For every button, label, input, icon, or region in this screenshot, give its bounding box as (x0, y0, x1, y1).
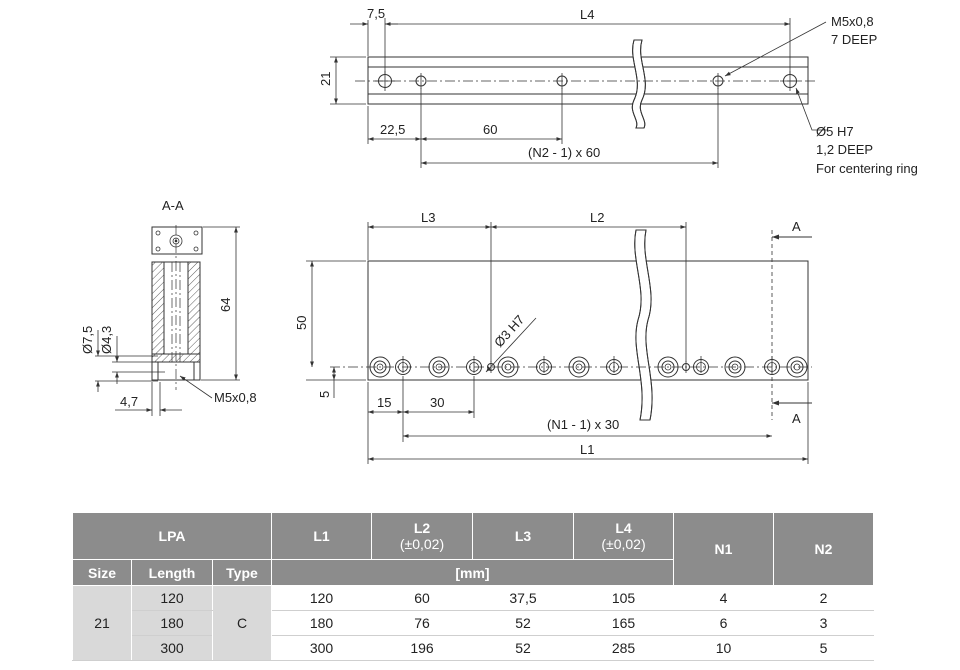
header-L1: L1 (271, 512, 372, 560)
top-hole-m5 (556, 73, 568, 89)
cell-L3: 37,5 (472, 585, 574, 611)
cell-L3: 52 (472, 635, 574, 661)
table-row: 21 120 C 120 60 37,5 105 4 2 (72, 585, 874, 661)
callout-d5-depth: 1,2 DEEP (816, 142, 873, 157)
dim-4-7: 4,7 (120, 394, 138, 409)
threaded-hole (395, 356, 411, 375)
header-size: Size (72, 559, 132, 586)
cell-L3: 52 (472, 610, 574, 636)
counterbore-hole (568, 356, 590, 378)
cell-L1: 180 (271, 610, 372, 636)
header-L2: L2(±0,02) (371, 512, 473, 560)
cell-length: 300 (131, 635, 213, 661)
counterbore-hole (724, 356, 746, 378)
section-mark-top: A (792, 219, 801, 234)
callout-d3: Ø3 H7 (491, 312, 527, 350)
callout-d5-note: For centering ring (816, 161, 918, 176)
threaded-hole (606, 356, 622, 375)
cell-L2: 60 (371, 585, 473, 611)
threaded-hole (466, 356, 482, 375)
header-N1: N1 (673, 512, 774, 586)
cell-size: 21 (72, 585, 132, 661)
callout-m5-thread: M5x0,8 (831, 14, 874, 29)
callout-m5-depth: 7 DEEP (831, 32, 877, 47)
header-length: Length (131, 559, 213, 586)
threaded-hole (536, 356, 552, 375)
dim-d7-5: Ø7,5 (80, 326, 95, 354)
section-title: A-A (162, 198, 184, 213)
top-view: 7,5 L4 21 22,5 60 (N2 - 1) x 60 M5x0,8 7… (318, 6, 918, 176)
cell-N1: 10 (673, 635, 774, 661)
top-hole-d5-left (375, 71, 395, 91)
dim-L3: L3 (421, 210, 435, 225)
header-unit: [mm] (271, 559, 674, 586)
dim-d4-3: Ø4,3 (99, 326, 114, 354)
front-hole-row (369, 356, 808, 378)
dim-7-5: 7,5 (367, 6, 385, 21)
cell-N2: 2 (773, 585, 874, 611)
dim-n1-pitch: (N1 - 1) x 30 (547, 417, 619, 432)
cell-L4: 285 (573, 635, 674, 661)
header-L3: L3 (472, 512, 574, 560)
dim-n2-pitch: (N2 - 1) x 60 (528, 145, 600, 160)
header-L4: L4(±0,02) (573, 512, 674, 560)
dim-L4: L4 (580, 7, 594, 22)
callout-m5-section: M5x0,8 (214, 390, 257, 405)
counterbore-hole (786, 356, 808, 378)
top-rail-outline (367, 56, 809, 105)
callout-d5: Ø5 H7 (816, 124, 854, 139)
counterbore-hole (369, 356, 391, 378)
dim-22-5: 22,5 (380, 122, 405, 137)
cell-L2: 76 (371, 610, 473, 636)
cell-N2: 5 (773, 635, 874, 661)
cell-length: 120 (131, 585, 213, 611)
counterbore-hole (428, 356, 450, 378)
dim-5: 5 (317, 391, 332, 398)
cell-L4: 105 (573, 585, 674, 611)
dim-L1: L1 (580, 442, 594, 457)
header-N2: N2 (773, 512, 874, 586)
front-view: L3 L2 50 5 15 30 (N1 - 1) x 30 L1 Ø3 H7 … (294, 210, 812, 464)
cell-L1: 120 (271, 585, 372, 611)
top-hole-m5 (712, 73, 724, 89)
top-hole-d5-right (780, 71, 800, 91)
dim-50: 50 (294, 316, 309, 330)
section-view: A-A 64 Ø7,5 (80, 198, 257, 416)
cell-length: 180 (131, 610, 213, 636)
specification-table: LPA L1 L2(±0,02) L3 L4(±0,02) N1 N2 Size… (72, 512, 874, 661)
cell-type: C (212, 585, 272, 661)
cell-L4: 165 (573, 610, 674, 636)
dim-64: 64 (218, 298, 233, 312)
cell-N2: 3 (773, 610, 874, 636)
counterbore-hole (497, 356, 519, 378)
dim-L2: L2 (590, 210, 604, 225)
top-hole-m5 (415, 73, 427, 89)
dim-21: 21 (318, 72, 333, 86)
section-mark-bottom: A (792, 411, 801, 426)
dim-30: 30 (430, 395, 444, 410)
dim-60: 60 (483, 122, 497, 137)
threaded-hole (764, 356, 780, 375)
technical-drawing: 7,5 L4 21 22,5 60 (N2 - 1) x 60 M5x0,8 7… (80, 6, 918, 464)
threaded-hole (693, 356, 709, 375)
pin-hole-d3 (682, 361, 690, 373)
counterbore-hole (657, 356, 679, 378)
table-row: 300 300 196 52 285 10 5 (73, 635, 874, 661)
cell-N1: 4 (673, 585, 774, 611)
cell-L1: 300 (271, 635, 372, 661)
dim-15: 15 (377, 395, 391, 410)
front-rail-outline (367, 260, 809, 381)
header-lpa: LPA (72, 512, 272, 560)
table-row: 180 180 76 52 165 6 3 (73, 610, 874, 636)
header-type: Type (212, 559, 272, 586)
cell-L2: 196 (371, 635, 473, 661)
cell-N1: 6 (673, 610, 774, 636)
